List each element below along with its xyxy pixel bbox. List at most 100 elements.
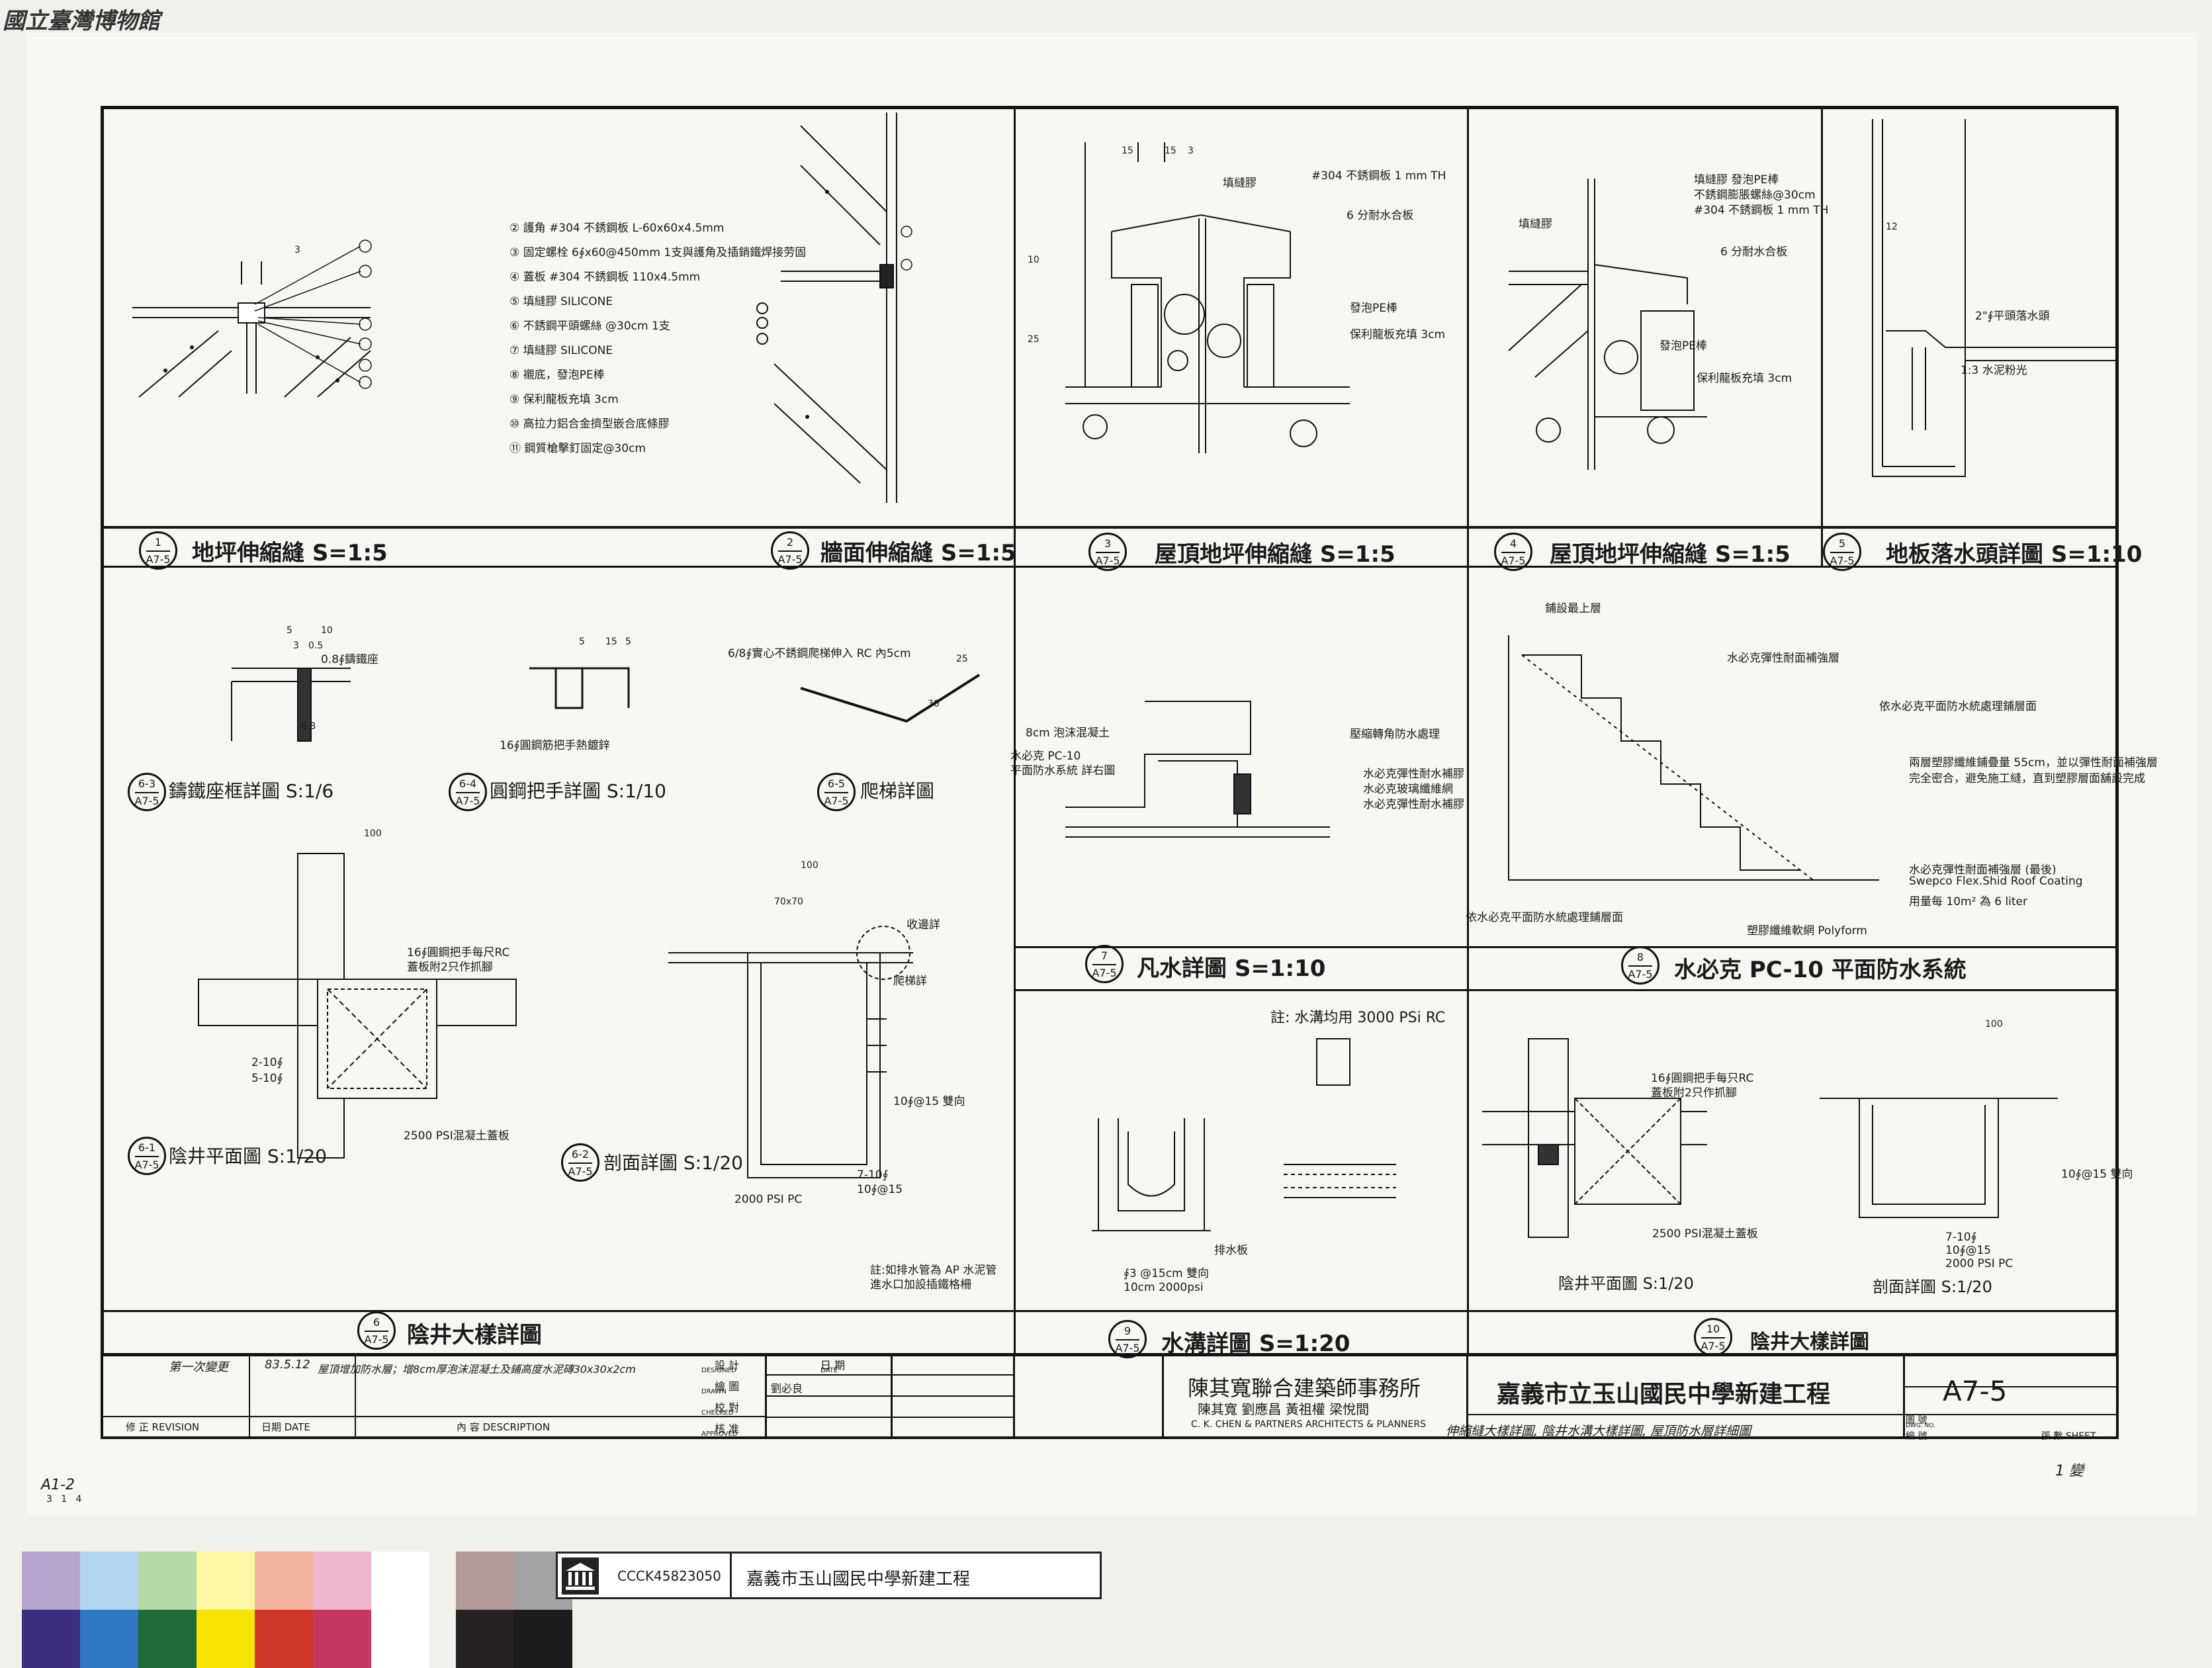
drawn-en: DRAWN [701,1388,727,1395]
divider [104,526,2115,529]
annot: 6 分耐水合板 [1720,245,1788,259]
annot: 填縫膠 [1223,177,1257,190]
annot: 16∮圓鋼筋把手熱鍍鋅 [500,739,610,752]
annot: ∮3 @15cm 雙向 [1124,1267,1210,1280]
divider [104,1353,2115,1355]
legend-item: ⑩ 高拉力鋁合金擠型嵌合底條膠 [509,417,670,431]
col-description: 內 容 DESCRIPTION [457,1421,551,1433]
annot: 塑膠纖維軟網 Polyform [1747,924,1867,938]
annot: 排水板 [1214,1244,1248,1257]
annot: 10∮@15 雙向 [2061,1168,2133,1181]
annot: 6 分耐水合板 [1347,209,1414,222]
legend-item: ⑦ 填縫膠 SILICONE [509,344,613,357]
annot: 蓋板附2只作抓腳 [1651,1086,1737,1100]
annot: 7-10∮ [857,1168,889,1182]
sub-title-6-2: 剖面詳圖 S:1/20 [603,1152,743,1174]
annot: #304 不銹鋼板 1 mm TH [1694,204,1829,217]
partners: 陳其寬 劉應昌 黃祖權 梁悅間 [1198,1401,1370,1417]
col-date: 日期 DATE [261,1421,310,1433]
annot: 進水口加設插鐵格柵 [870,1278,971,1292]
dim: 5 [579,636,585,647]
drawn-label: 繪 圖 [715,1380,740,1393]
color-swatch [371,1552,429,1610]
annot: 2500 PSI混凝土蓋板 [404,1129,509,1143]
manhole-section-drawing-10 [1820,1098,2058,1218]
rev-desc: 屋頂增加防水層；增8cm厚泡沫混凝土及鋪高度水泥磚30x30x2cm [318,1363,636,1376]
annot: 2"∮平頭落水頭 [1975,310,2050,323]
sheets-label: 張 數 SHEET [2041,1431,2096,1442]
dim: 3 [294,245,300,255]
annot: 水必克彈性耐面補強層 (最後) [1909,863,2057,877]
divider [1467,109,1469,1353]
panel-title-3: 屋頂地坪伸縮縫 S=1:5 [1155,541,1395,568]
annot: 用量每 10m² 為 6 liter [1909,895,2027,908]
dim: 15 [1122,146,1133,156]
color-swatch [313,1610,371,1668]
annot: 依水必克平面防水統處理鋪層面 [1879,700,2037,713]
legend-item: ⑤ 填縫膠 SILICONE [509,295,613,308]
sub-title-6-1: 陰井平面圖 S:1/20 [169,1145,327,1167]
rev-entry: 第一次變更 [169,1360,228,1374]
annot: 水必克彈性耐水補膠 [1363,768,1464,781]
dim: 25 [956,654,968,664]
legend-item: ⑧ 襯底，發泡PE棒 [509,369,605,382]
dim: 100 [364,828,382,839]
divider [1821,109,1823,566]
annot: 陰井平面圖 S:1/20 [1558,1274,1694,1293]
ladder-drawing [800,674,981,723]
annot: 註:如排水管為 AP 水泥管 [870,1264,997,1277]
dim: 10 [1028,255,1040,265]
annot: 6/8∮實心不銹鋼爬梯伸入 RC 內5cm [728,647,911,660]
wall-joint-drawing [756,112,897,503]
annot: Swepco Flex.Shid Roof Coating [1909,875,2083,888]
drawing-sheet [26,33,2197,1515]
annot: 平面防水系統 詳右圖 [1010,764,1116,777]
annot: 10∮@15 雙向 [893,1095,965,1108]
sub-title-6-3: 鑄鐵座框詳圖 S:1/6 [169,780,334,802]
panel-title-2: 牆面伸縮縫 S=1:5 [820,540,1016,566]
panel-title-7: 凡水詳圖 S=1:10 [1137,955,1326,982]
drawing-subtitle: 伸縮縫大樣詳圖, 陰井水溝大樣詳圖, 屋頂防水層詳細圖 [1446,1424,1751,1438]
annot: 保利龍板充填 3cm [1697,372,1792,385]
annot: 發泡PE棒 [1659,339,1707,353]
annot: 不銹鋼膨脹螺絲@30cm [1694,189,1816,202]
checked-en: CHECKED [701,1409,734,1417]
dim: 3 [293,640,299,651]
archive-label: CCCK45823050 嘉義市玉山國民中學新建工程 [556,1552,1102,1599]
annot: 爬梯詳 [893,975,927,988]
color-swatch [138,1552,197,1610]
divider [1014,946,2115,948]
annot: 10∮@15 [1945,1244,1992,1257]
annot: 8cm 泡沫混凝土 [1026,726,1110,740]
annot: 0.8∮鑄鐵座 [321,653,378,666]
date-label: 日 期 [820,1359,846,1372]
project-title: 嘉義市立玉山國民中學新建工程 [1497,1381,1831,1408]
gutter-drawing [1092,1038,1396,1231]
dim: 100 [801,860,818,871]
sub-title-6-4: 圓鋼把手詳圖 S:1/10 [490,780,666,802]
designed-label: 設 計 [715,1359,740,1372]
dim: 15 [1165,146,1176,156]
color-swatch [456,1610,514,1668]
archive-id: CCCK45823050 [617,1568,721,1584]
roof-joint-drawing-4 [1508,179,1707,470]
legend-list: ② 護角 #304 不銹鋼板 L-60x60x4.5mm ③ 固定螺栓 6∮x6… [509,218,907,463]
floor-joint-leaders [254,240,372,389]
waterproof-stairs-drawing [1508,635,1879,881]
firm-name: 陳其寬聯合建築師事務所 [1188,1376,1421,1401]
date-en: DATE [820,1367,838,1374]
dim: 70x70 [774,897,803,907]
museum-logo-icon [562,1558,599,1595]
legend-item: ③ 固定螺栓 6∮x60@450mm 1支與護角及插銷鐵焊接劳固 [509,246,807,259]
cast-iron-frame-drawing [231,668,351,742]
signer: 劉必良 [771,1382,803,1395]
annot: 水必克 PC-10 [1010,750,1081,763]
dim: 30 [928,699,940,709]
legend-item: ④ 蓋板 #304 不銹鋼板 110x4.5mm [509,271,701,284]
divider [104,1310,2115,1312]
annot: 兩層塑膠纖維鋪疊量 55cm，並以彈性耐面補強層 [1909,756,2158,769]
